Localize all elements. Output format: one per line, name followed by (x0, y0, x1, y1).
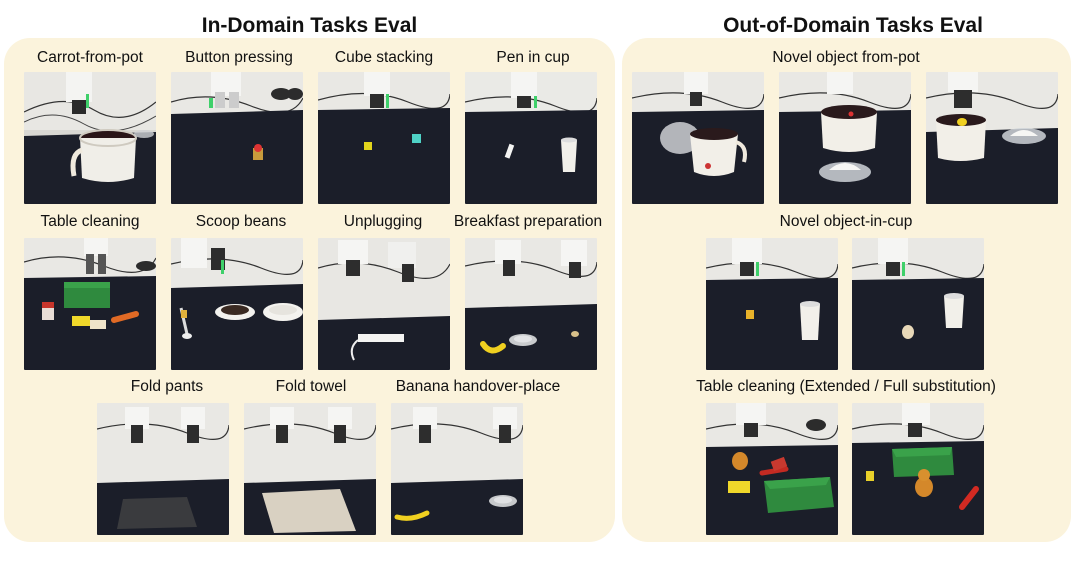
photo-fold-pants (97, 403, 229, 535)
label-cube-stacking: Cube stacking (334, 49, 434, 66)
label-pen-in-cup: Pen in cup (496, 49, 570, 66)
photo-table-cleaning-extended-1 (706, 403, 838, 535)
label-table-cleaning-extended: Table cleaning (Extended / Full substitu… (696, 378, 996, 395)
photo-unplugging (318, 238, 450, 370)
label-scoop-beans: Scoop beans (195, 213, 287, 230)
photo-novel-object-from-pot-3 (926, 72, 1058, 204)
photo-breakfast-preparation (465, 238, 597, 370)
photo-novel-object-in-cup-2 (852, 238, 984, 370)
label-button-pressing: Button pressing (185, 49, 293, 66)
in-domain-title: In-Domain Tasks Eval (201, 14, 418, 37)
photo-banana-handover-place (391, 403, 523, 535)
photo-novel-object-from-pot-1 (632, 72, 764, 204)
photo-pen-in-cup (465, 72, 597, 204)
label-fold-pants: Fold pants (130, 378, 204, 395)
out-of-domain-title: Out-of-Domain Tasks Eval (723, 14, 983, 37)
photo-novel-object-from-pot-2 (779, 72, 911, 204)
label-novel-object-from-pot: Novel object from-pot (772, 49, 920, 66)
label-breakfast-preparation: Breakfast preparation (453, 213, 603, 230)
label-banana-handover-place: Banana handover-place (395, 378, 561, 395)
label-unplugging: Unplugging (343, 213, 423, 230)
photo-table-cleaning-extended-2 (852, 403, 984, 535)
label-fold-towel: Fold towel (275, 378, 347, 395)
label-table-cleaning: Table cleaning (40, 213, 140, 230)
photo-button-pressing (171, 72, 303, 204)
photo-novel-object-in-cup-1 (706, 238, 838, 370)
photo-carrot-from-pot (24, 72, 156, 204)
photo-scoop-beans (171, 238, 303, 370)
photo-cube-stacking (318, 72, 450, 204)
label-carrot-from-pot: Carrot-from-pot (37, 49, 143, 66)
label-novel-object-in-cup: Novel object-in-cup (779, 213, 913, 230)
photo-table-cleaning (24, 238, 156, 370)
photo-fold-towel (244, 403, 376, 535)
